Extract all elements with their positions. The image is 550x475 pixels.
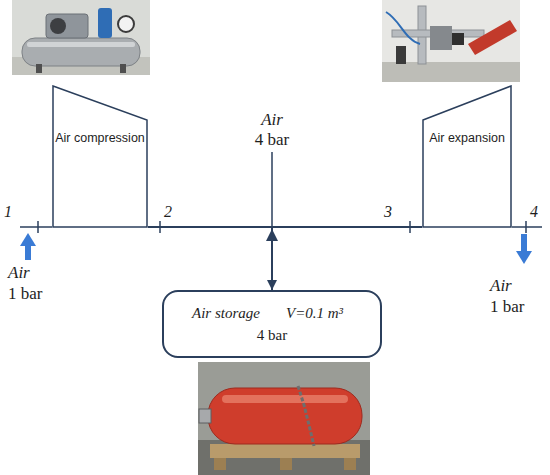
trapezoid-outline	[422, 85, 512, 228]
pressure-gauge	[118, 16, 134, 32]
stand-foot	[396, 46, 406, 64]
station-number: 3	[384, 203, 392, 221]
flow-arrow-head	[516, 251, 532, 264]
arrow-head	[266, 229, 278, 241]
expander-photo	[382, 0, 520, 82]
station-tick	[409, 221, 411, 233]
expander-trapezoid: Air expansion	[422, 85, 512, 228]
air-filter	[98, 8, 112, 38]
flow-arrow	[25, 244, 31, 260]
red-cylinder	[468, 20, 517, 55]
tank-highlight	[27, 42, 135, 47]
pressure-label: 1 bar	[490, 297, 524, 317]
station-number: 4	[530, 203, 538, 221]
station-tick	[37, 221, 39, 233]
pressure-label: 1 bar	[8, 284, 42, 304]
compressor-photo	[12, 0, 150, 75]
node-text: Air storage	[192, 305, 260, 322]
bench-top	[382, 62, 520, 82]
expander-block	[430, 26, 452, 50]
pallet-block	[214, 458, 226, 470]
pallet-block	[344, 458, 356, 470]
pipe-line	[148, 227, 272, 290]
trapezoid-shape	[423, 86, 511, 227]
pressure-leader	[271, 152, 273, 227]
node-text: Air compression	[52, 131, 148, 145]
compressor-trapezoid: Air compression	[52, 85, 148, 228]
medium-label: Air	[222, 110, 322, 130]
storage-box: Air storage V=0.1 m³ 4 bar	[162, 290, 382, 358]
compressor-head	[46, 14, 88, 38]
outlet-line	[512, 226, 542, 228]
tank-photo	[198, 362, 370, 475]
station-tick	[525, 221, 527, 233]
trapezoid-shape	[53, 86, 147, 227]
fan-guard	[50, 18, 66, 34]
flow-arrow-head	[20, 233, 36, 246]
pallet	[210, 444, 360, 458]
pipe-connector	[272, 227, 422, 290]
node-text: Air expansion	[422, 131, 512, 145]
tank-highlight	[222, 395, 348, 403]
pipe-connector	[148, 227, 272, 290]
station-number: 2	[164, 203, 172, 221]
medium-label: Air	[490, 276, 512, 296]
tank-chain	[298, 386, 314, 446]
medium-label: Air	[8, 263, 30, 283]
cable	[386, 12, 420, 44]
pallet-block	[280, 458, 292, 470]
flow-arrow	[521, 234, 527, 252]
pressure-label: 4 bar	[222, 130, 322, 150]
photo-background	[382, 0, 520, 82]
trapezoid-outline	[52, 85, 148, 228]
node-text: V=0.1 m³	[286, 305, 343, 322]
station-number: 1	[4, 203, 12, 221]
tank-leg	[36, 64, 42, 73]
photo-floor	[198, 440, 370, 475]
station-tick	[159, 221, 161, 233]
tank-leg	[120, 64, 126, 73]
red-tank	[208, 388, 362, 444]
photo-background	[12, 0, 150, 75]
photo-background	[198, 362, 370, 475]
node-text: 4 bar	[164, 327, 380, 344]
shaft-coupling	[452, 33, 464, 45]
tank-valve	[199, 409, 211, 423]
compressor-tank	[22, 38, 140, 66]
pipe-line	[272, 227, 422, 290]
inlet-line	[20, 226, 52, 228]
